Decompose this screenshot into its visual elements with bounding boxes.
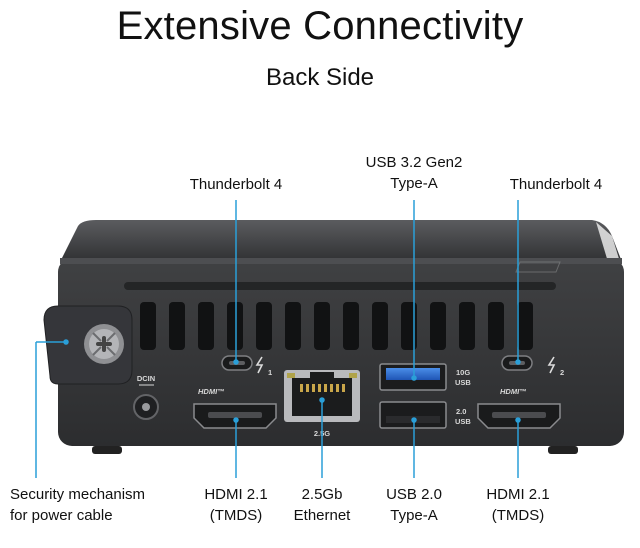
- label-usb-3-2: USB 3.2 Gen2 Type-A: [365, 154, 463, 192]
- vent-grille: [140, 302, 533, 350]
- chassis-top: [60, 220, 622, 262]
- dcin-marking: DCIN: [137, 374, 155, 383]
- hdmi-port-left: HDMI™: [193, 387, 277, 429]
- hdmi-logo-right: HDMI™: [500, 387, 527, 396]
- svg-text:2: 2: [560, 368, 564, 377]
- label-thunderbolt-left: Thunderbolt 4: [189, 176, 283, 193]
- label-usb-2-0: USB 2.0 Type-A: [386, 486, 442, 524]
- svg-text:10G: 10G: [456, 368, 470, 377]
- security-bracket: [43, 305, 133, 385]
- dc-in-port: DCIN: [133, 374, 159, 420]
- label-security-mechanism: Security mechanism for power cable: [10, 486, 146, 524]
- hdmi-port-right: HDMI™: [477, 387, 561, 429]
- svg-text:2.0: 2.0: [456, 407, 466, 416]
- label-ethernet: 2.5Gb Ethernet: [293, 486, 351, 524]
- svg-text:1: 1: [268, 368, 272, 377]
- thunderbolt-bolt-icon: [547, 356, 556, 374]
- svg-text:USB: USB: [455, 417, 471, 426]
- label-hdmi-left: HDMI 2.1 (TMDS): [204, 486, 268, 524]
- hdmi-logo-left: HDMI™: [198, 387, 225, 396]
- page-title: Extensive Connectivity: [116, 4, 524, 48]
- label-thunderbolt-right: Thunderbolt 4: [509, 176, 603, 193]
- thunderbolt-bolt-icon: [255, 356, 264, 374]
- ethernet-speed-marking: 2.5G: [314, 429, 330, 438]
- svg-text:USB: USB: [455, 378, 471, 387]
- label-hdmi-right: HDMI 2.1 (TMDS): [486, 486, 550, 524]
- page-subtitle: Back Side: [265, 64, 375, 91]
